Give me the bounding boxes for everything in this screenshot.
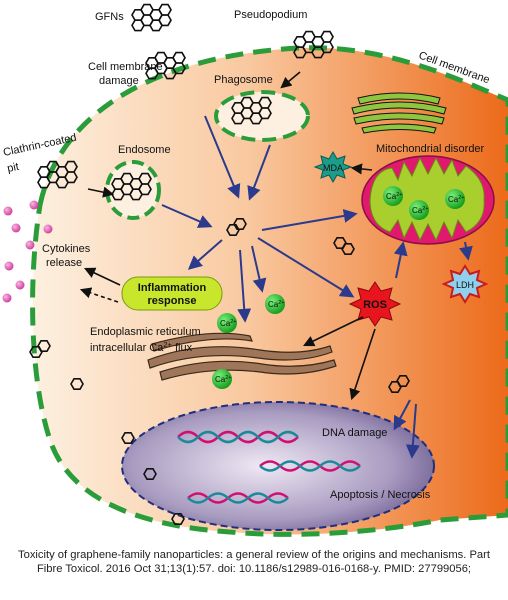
label-ca: Ca2+: [268, 300, 285, 309]
phagosome-vesicle: [214, 90, 310, 142]
label-dna-damage: DNA damage: [322, 427, 387, 439]
label-inflammation-1: Inflammation: [138, 282, 207, 294]
calcium-ion-icon: [212, 369, 232, 389]
label-endosome: Endosome: [118, 144, 171, 156]
calcium-ion-icon: [445, 189, 465, 209]
golgi-apparatus: [351, 92, 447, 134]
label-ca: Ca2+: [448, 195, 465, 204]
label-ca: Ca2+: [215, 375, 232, 384]
nucleus: [121, 401, 435, 531]
dna-helix-icon: [177, 430, 361, 504]
label-gfns: GFNs: [95, 11, 124, 23]
label-pseudopodium: Pseudopodium: [234, 9, 307, 21]
calcium-ion-icon: [265, 294, 285, 314]
label-ca: Ca2+: [412, 206, 429, 215]
mitochondrion-cristae: [369, 156, 485, 242]
figure-caption: Toxicity of graphene-family nanoparticle…: [18, 549, 490, 575]
label-clathrin-2: pit: [6, 161, 20, 175]
label-phagosome: Phagosome: [214, 74, 273, 86]
label-cytokines-2: release: [46, 257, 82, 269]
label-ca: Ca2+: [386, 192, 403, 201]
label-cell-membrane-damage-1: Cell membrane: [88, 61, 163, 73]
calcium-ion-icon: [409, 200, 429, 220]
label-cytokines-1: Cytokines: [42, 243, 91, 255]
calcium-ion-icon: [383, 186, 403, 206]
label-er-2: intracellular Ca2+ flux: [90, 340, 193, 354]
label-cell-membrane-damage-2: damage: [99, 75, 139, 87]
ros-burst: [348, 281, 402, 327]
label-ldh: LDH: [456, 280, 474, 290]
label-apoptosis: Apoptosis / Necrosis: [330, 489, 431, 501]
calcium-ion-icon: [217, 313, 237, 333]
label-er-1: Endoplasmic reticulum: [90, 326, 201, 338]
label-mitochondrial-disorder: Mitochondrial disorder: [376, 143, 485, 155]
inflammation-response-box: [121, 276, 223, 311]
label-inflammation-2: response: [148, 295, 197, 307]
cytokine-particles: [2, 200, 53, 303]
pathway-arrows: [161, 115, 473, 459]
ldh-burst: [441, 264, 489, 304]
black-arrows: [79, 71, 376, 401]
label-ca: Ca2+: [220, 319, 237, 328]
graphene-sheet-icon: [132, 5, 171, 31]
label-ros: ROS: [363, 299, 387, 311]
label-mda: MDA: [323, 163, 343, 173]
mda-burst: [313, 150, 353, 184]
